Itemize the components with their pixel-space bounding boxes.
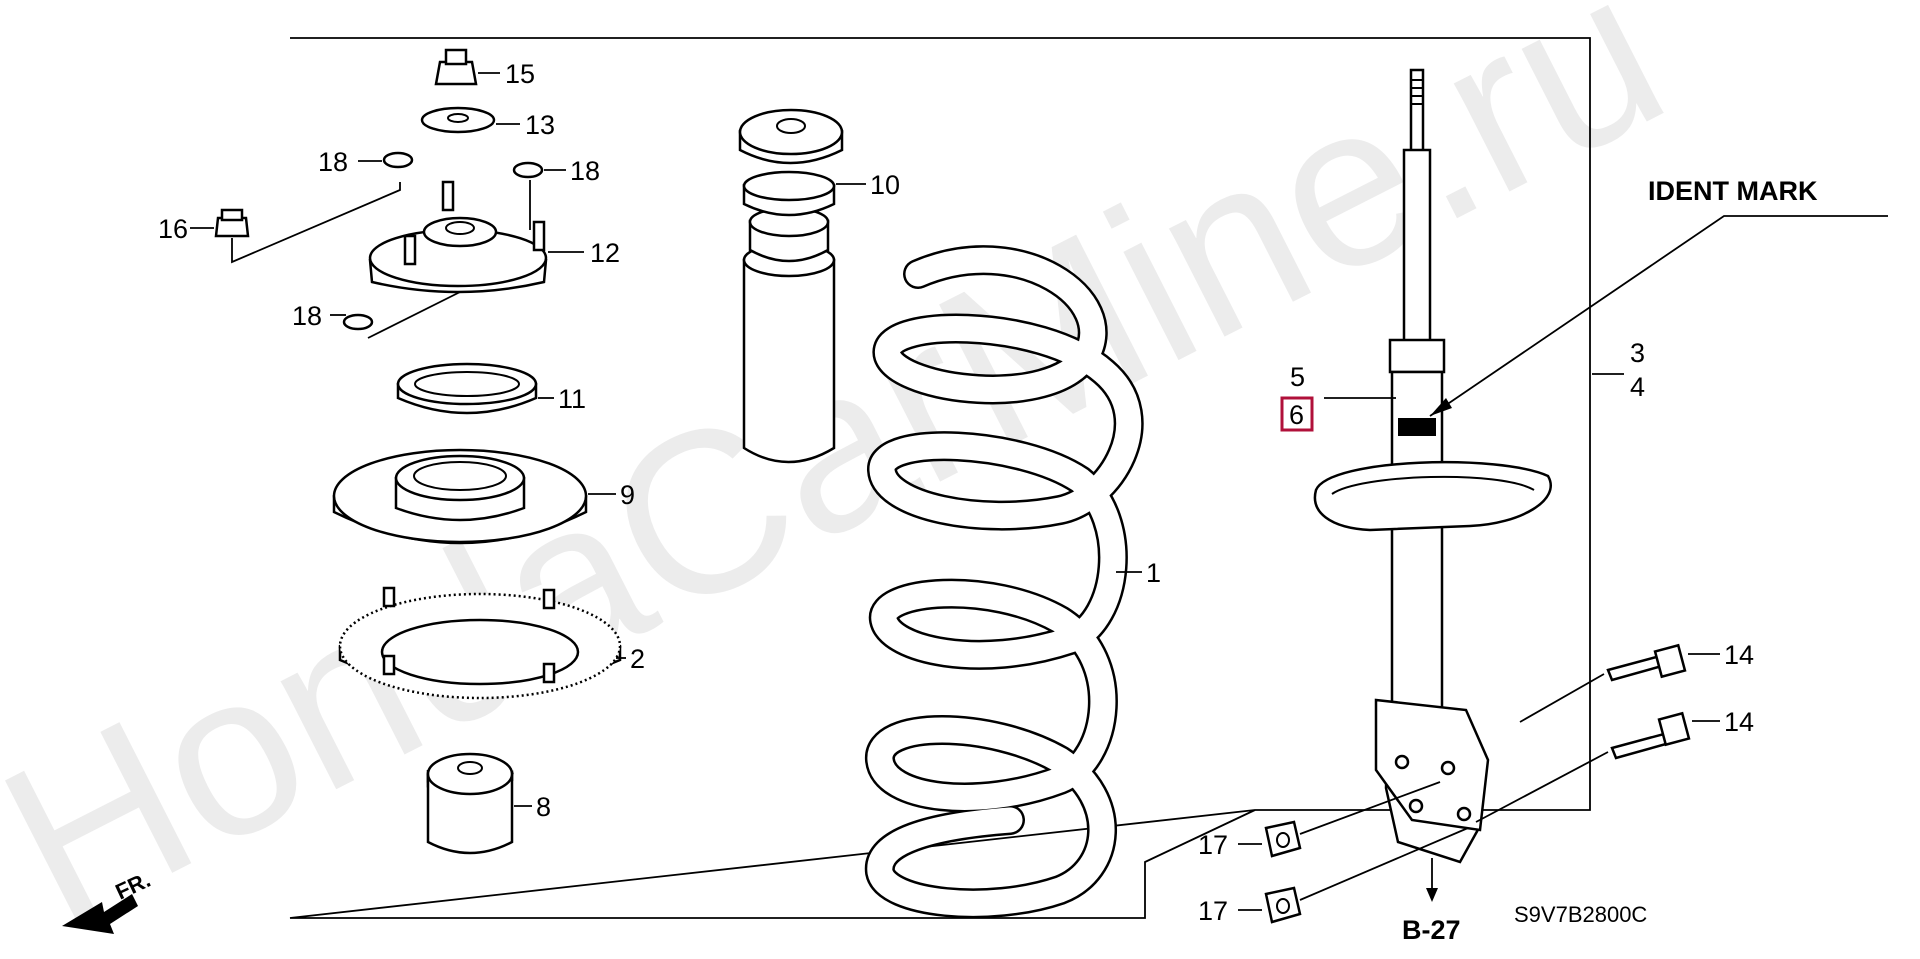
callout-4: 4 (1630, 372, 1645, 402)
callout-18a: 18 (318, 147, 348, 177)
callout-16: 16 (158, 214, 188, 244)
callout-14b: 14 (1724, 707, 1754, 737)
callout-17b: 17 (1198, 896, 1228, 926)
part-1-coil-spring[interactable] (864, 245, 1144, 919)
reference-b27[interactable]: B-27 (1402, 915, 1461, 945)
part-10-dust-boot[interactable] (738, 108, 844, 464)
callout-5: 5 (1290, 362, 1305, 392)
callout-1: 1 (1146, 558, 1161, 588)
part-14-bolt-b[interactable] (1610, 711, 1691, 760)
part-17-nut-b[interactable] (1264, 886, 1302, 924)
callout-11: 11 (558, 384, 586, 414)
ident-mark-band (1398, 418, 1436, 436)
part-2-seat[interactable] (338, 586, 622, 700)
callout-8: 8 (536, 792, 551, 822)
part-16-nut[interactable] (214, 208, 250, 238)
callout-6-highlight[interactable] (1280, 396, 1314, 432)
part-18-ring-c[interactable] (342, 313, 374, 331)
part-8-bump-stop[interactable] (426, 752, 515, 855)
part-11-seal[interactable] (396, 362, 538, 415)
part-12-upper-mount[interactable] (368, 180, 548, 294)
part-15-nut[interactable] (434, 48, 478, 86)
part-17-nut-a[interactable] (1264, 820, 1302, 858)
callout-6[interactable]: 6 (1289, 400, 1304, 430)
part-18-ring-b[interactable] (512, 161, 544, 179)
diagram-code: S9V7B2800C (1514, 902, 1647, 927)
part-3-4-shock-absorber[interactable] (1313, 68, 1552, 864)
part-14-bolt-a[interactable] (1606, 643, 1687, 682)
part-18-ring-a[interactable] (382, 151, 414, 169)
callout-2: 2 (630, 644, 645, 674)
callout-12: 12 (590, 238, 620, 268)
ident-mark-label: IDENT MARK (1648, 176, 1818, 206)
callout-17a: 17 (1198, 830, 1228, 860)
callout-15: 15 (505, 59, 535, 89)
callout-18c: 18 (292, 301, 322, 331)
part-13-washer[interactable] (420, 106, 496, 134)
part-9-bearing[interactable] (332, 448, 588, 545)
callout-3: 3 (1630, 338, 1645, 368)
callout-13: 13 (525, 110, 555, 140)
callout-18b: 18 (570, 156, 600, 186)
callout-14a: 14 (1724, 640, 1754, 670)
callout-9: 9 (620, 480, 635, 510)
callout-10: 10 (870, 170, 900, 200)
